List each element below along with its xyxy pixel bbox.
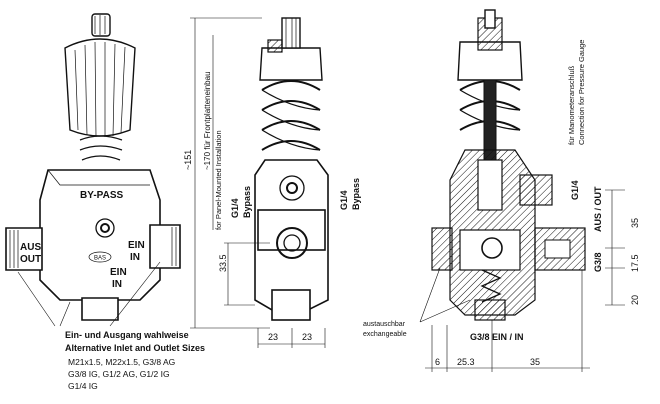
aus-out-label: AUS / OUT [593, 186, 603, 232]
knob-top-cap [91, 13, 111, 37]
dim-23-right: 23 [302, 332, 312, 342]
ein-label-right: EIN [128, 240, 145, 251]
adjustment-knob [64, 38, 136, 137]
dim-33-5: 33.5 [218, 254, 228, 272]
dim-17-5: 17.5 [630, 254, 640, 272]
right-port [149, 224, 181, 269]
dim-151: ~151 [183, 150, 193, 170]
side-spring [261, 80, 321, 151]
side-lower-port [276, 227, 308, 259]
panel-note-en: for Panel-Mounted Installation [214, 130, 223, 230]
section-view: für Manometeranschluß Connection for Pre… [363, 9, 640, 372]
gauge-note-de: für Manometeranschluß [567, 65, 576, 145]
bypass-label: BY-PASS [80, 190, 123, 201]
bypass-port [95, 218, 115, 238]
side-view: G1/4 Bypass G1/4 Bypass ~151 ~170 für Fr… [183, 17, 361, 348]
dim-6: 6 [435, 357, 440, 367]
dim-20: 20 [630, 295, 640, 305]
note-de: Ein- und Ausgang wahlweise [65, 330, 189, 340]
exchangeable-en: exchangeable [363, 331, 407, 338]
gauge-note-en: Connection for Pressure Gauge [577, 40, 586, 145]
dim-23-left: 23 [268, 332, 278, 342]
side-g14-left: G1/4 [230, 198, 240, 218]
check-ball [481, 237, 503, 259]
side-bottom-port [271, 289, 311, 321]
note-en: Alternative Inlet and Outlet Sizes [65, 343, 205, 353]
ein-label-bottom: EIN [110, 267, 127, 278]
gauge-g14: G1/4 [570, 180, 580, 200]
aus-label-left: AUS [20, 242, 41, 253]
dim-35-horiz: 35 [530, 357, 540, 367]
logo-text: BAS [94, 256, 106, 262]
in-label-bottom: IN [112, 279, 122, 290]
logo-oval [88, 251, 112, 263]
dim-170-note: ~170 für Frontplatteneinbau [203, 71, 212, 170]
size-line-1: M21x1.5, M22x1.5, G3/8 AG [68, 357, 175, 367]
g38-right-label: G3/8 [593, 252, 603, 272]
left-port [5, 227, 43, 271]
size-line-2: G3/8 IG, G1/2 AG, G1/2 IG [68, 369, 170, 379]
section-bottom-port [474, 299, 506, 321]
perspective-view: BAS BY-PASS AUS OUT EIN IN EIN IN [5, 13, 181, 327]
port-notes: Ein- und Ausgang wahlweise Alternative I… [65, 330, 205, 391]
side-cap [259, 47, 323, 81]
exchangeable-de: austauschbar [363, 321, 406, 328]
out-label-left: OUT [20, 254, 41, 265]
size-line-3: G1/4 IG [68, 381, 98, 391]
side-upper-port [279, 175, 305, 201]
bottom-port [81, 297, 119, 321]
dim-35-vert: 35 [630, 218, 640, 228]
side-cap-top [281, 17, 301, 49]
dim-25-3: 25.3 [457, 357, 475, 367]
section-left-port [431, 227, 453, 271]
side-mid-block [257, 209, 326, 251]
side-bypass-left: Bypass [242, 186, 252, 218]
bottom-port-label: G3/8 EIN / IN [470, 332, 524, 342]
side-g14-right: G1/4 [339, 190, 349, 210]
side-bypass-right: Bypass [351, 178, 361, 210]
gauge-port [519, 174, 553, 206]
in-label-right: IN [130, 252, 140, 263]
